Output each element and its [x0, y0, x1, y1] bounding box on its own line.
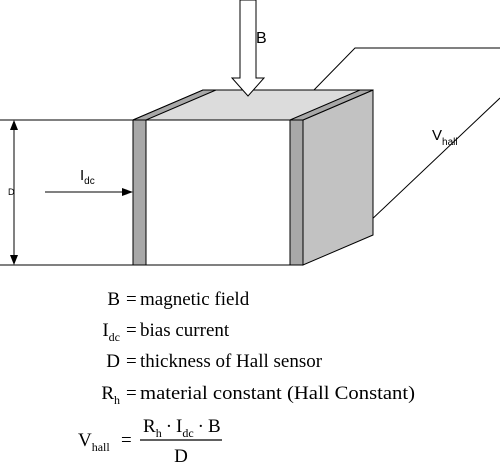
equation-list: B = magnetic field Idc = bias current D … — [78, 289, 415, 467]
eq-b-equals: = — [126, 289, 137, 310]
eq-d-lhs: D — [106, 351, 120, 372]
current-label: Idc — [80, 167, 95, 187]
thickness-arrowhead-bottom — [10, 255, 18, 265]
eq-rh-rhs: material constant (Hall Constant) — [140, 383, 415, 404]
eq-d-equals: = — [126, 351, 137, 372]
hall-voltage-label: Vhall — [432, 127, 458, 148]
magnetic-field-label: B — [256, 30, 267, 47]
eq-idc-rhs: bias current — [140, 320, 230, 341]
eq-d-rhs: thickness of Hall sensor — [140, 351, 323, 372]
thickness-label: D — [8, 187, 15, 197]
current-arrowhead — [122, 188, 133, 196]
eq-idc-lhs: Idc — [102, 320, 120, 344]
left-electrode — [132, 119, 147, 266]
right-electrode-top — [289, 89, 374, 121]
eq-vhall-lhs: Vhall — [78, 430, 110, 454]
eq-vhall-denominator: D — [174, 446, 188, 467]
eq-b-lhs: B — [107, 289, 120, 310]
magnetic-field-arrow — [230, 0, 266, 97]
eq-vhall-numerator: Rh·Idc·B — [143, 416, 221, 440]
eq-vhall-equals: = — [121, 430, 132, 451]
thickness-arrowhead-top — [10, 120, 18, 130]
eq-rh-lhs: Rh — [101, 383, 120, 407]
left-electrode-top — [132, 89, 217, 121]
hall-voltage-loop-back — [311, 47, 500, 93]
eq-b-rhs: magnetic field — [140, 289, 250, 310]
eq-idc-equals: = — [126, 320, 137, 341]
sensor-front-face — [132, 119, 304, 266]
eq-rh-equals: = — [126, 383, 137, 404]
sensor-side-face — [302, 89, 374, 266]
right-electrode — [289, 119, 304, 266]
